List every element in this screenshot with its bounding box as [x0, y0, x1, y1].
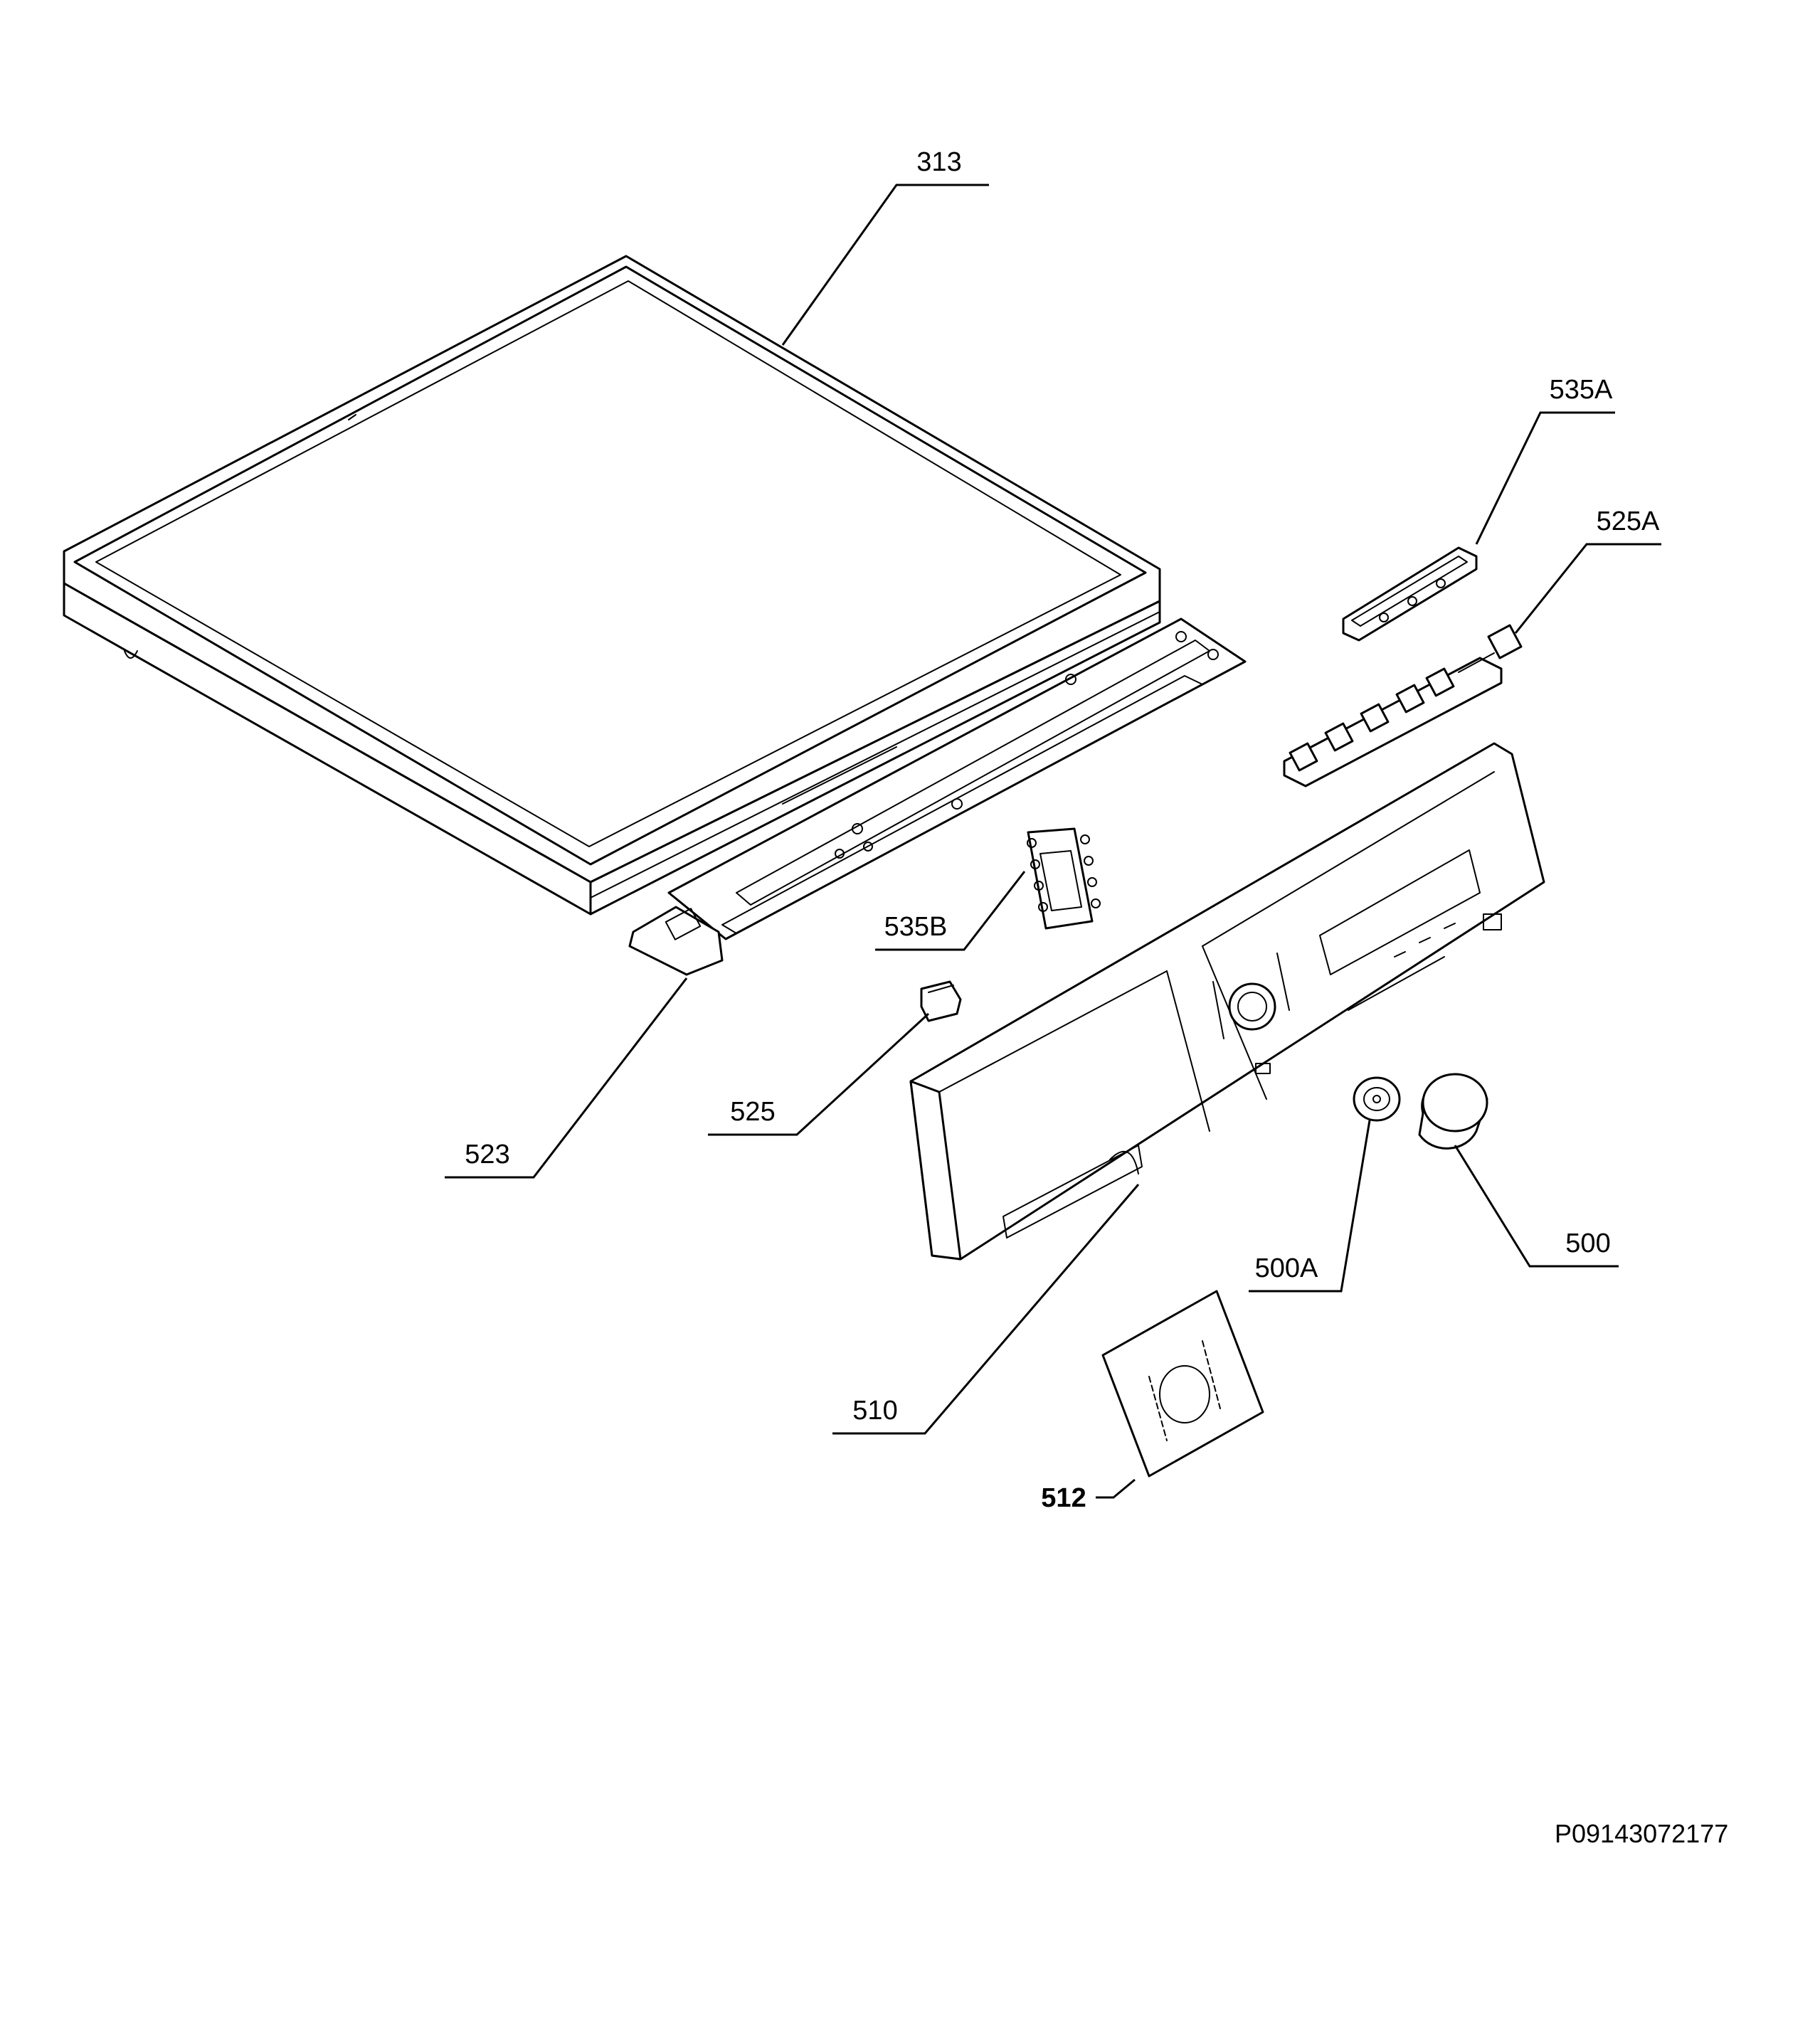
label-512: 512 — [1041, 1483, 1086, 1513]
label-535B: 535B — [884, 912, 948, 942]
leader-313 — [781, 184, 989, 346]
part-535A-connector-strip — [1342, 546, 1478, 642]
leader-510 — [832, 1184, 1140, 1435]
part-500A-knob-insert — [1353, 1076, 1401, 1122]
leader-lines — [445, 184, 1661, 1499]
label-500A: 500A — [1255, 1253, 1318, 1283]
label-500: 500 — [1565, 1229, 1610, 1258]
part-500-knob — [1418, 1073, 1488, 1150]
label-313: 313 — [916, 147, 961, 177]
leader-500A — [1249, 1120, 1371, 1293]
leader-523 — [445, 977, 688, 1179]
label-535A: 535A — [1550, 375, 1613, 405]
part-525A-switch-connector-row — [1283, 624, 1523, 787]
part-510-control-panel — [909, 742, 1545, 1261]
part-313-top-lid — [63, 255, 1161, 916]
leader-512 — [1096, 1478, 1136, 1499]
part-525-small-switch — [920, 980, 962, 1022]
leader-535B — [875, 871, 1026, 951]
document-id: P09143072177 — [1555, 1819, 1728, 1848]
leader-525A — [1514, 543, 1661, 634]
label-510: 510 — [852, 1396, 897, 1426]
part-523-rail-bracket — [628, 617, 1247, 976]
part-512-overlay-decal — [1101, 1290, 1264, 1478]
label-525A: 525A — [1597, 506, 1660, 536]
label-525: 525 — [730, 1097, 775, 1127]
leader-535A — [1475, 411, 1615, 545]
leader-500 — [1454, 1145, 1619, 1268]
part-535B-grid-piece — [1027, 827, 1101, 930]
leader-525 — [708, 1012, 930, 1136]
part-labels: 313 535A 525A 535B 525 523 510 500A 500 … — [465, 147, 1660, 1513]
label-523: 523 — [465, 1140, 509, 1170]
